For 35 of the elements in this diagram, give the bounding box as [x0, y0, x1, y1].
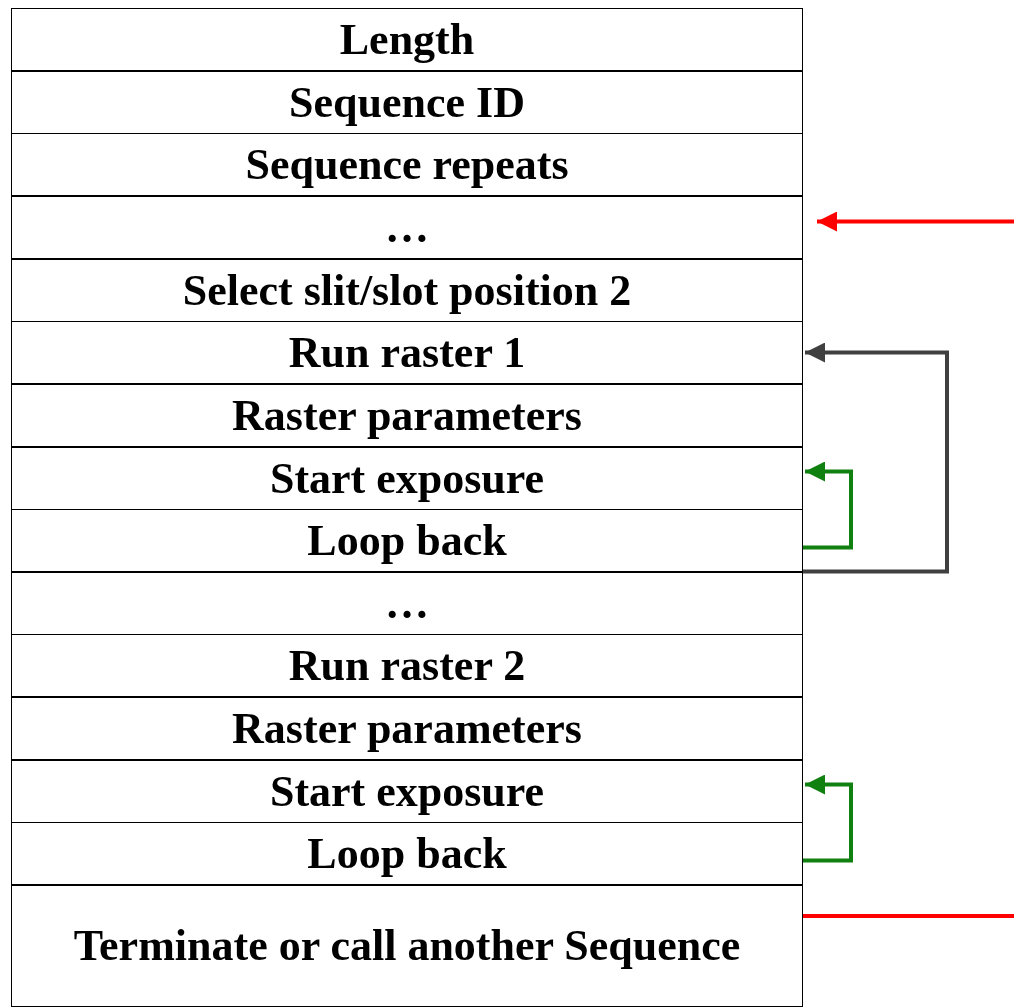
arrow: [803, 774, 853, 863]
row-text: Raster parameters: [232, 703, 582, 754]
table-row: [11, 509, 803, 572]
row-text: Sequence ID: [289, 77, 525, 128]
table-row: [11, 71, 803, 134]
table-row: [11, 259, 803, 322]
table-row: [11, 196, 803, 259]
row-text: Terminate or call another Sequence: [73, 921, 741, 971]
table-row: [11, 634, 803, 697]
table-row: [11, 321, 803, 384]
row-text: Loop back: [307, 515, 507, 566]
row-text: Run raster 1: [288, 327, 526, 378]
table-row: [11, 384, 803, 447]
table-row: [11, 697, 803, 760]
arrow: [817, 211, 1014, 232]
row-text: Select slit/slot position 2: [182, 265, 632, 316]
table-row: [11, 8, 803, 71]
row-text: Sequence repeats: [245, 139, 569, 190]
table-row: [11, 447, 803, 510]
table-row: [11, 133, 803, 196]
arrow: [803, 342, 949, 574]
row-text: Raster parameters: [232, 390, 582, 441]
table-row: [11, 885, 803, 1007]
table-row: [11, 760, 803, 823]
table-row: [11, 822, 803, 885]
row-text: …: [385, 202, 429, 253]
row-text: Length: [339, 14, 475, 65]
arrow: [803, 461, 853, 550]
row-text: Start exposure: [269, 766, 545, 817]
row-text: …: [385, 578, 429, 629]
row-text: Start exposure: [269, 453, 545, 504]
row-text: Run raster 2: [288, 640, 526, 691]
connector-line: [803, 914, 1014, 918]
table-row: [11, 572, 803, 635]
row-text: Loop back: [307, 828, 507, 879]
